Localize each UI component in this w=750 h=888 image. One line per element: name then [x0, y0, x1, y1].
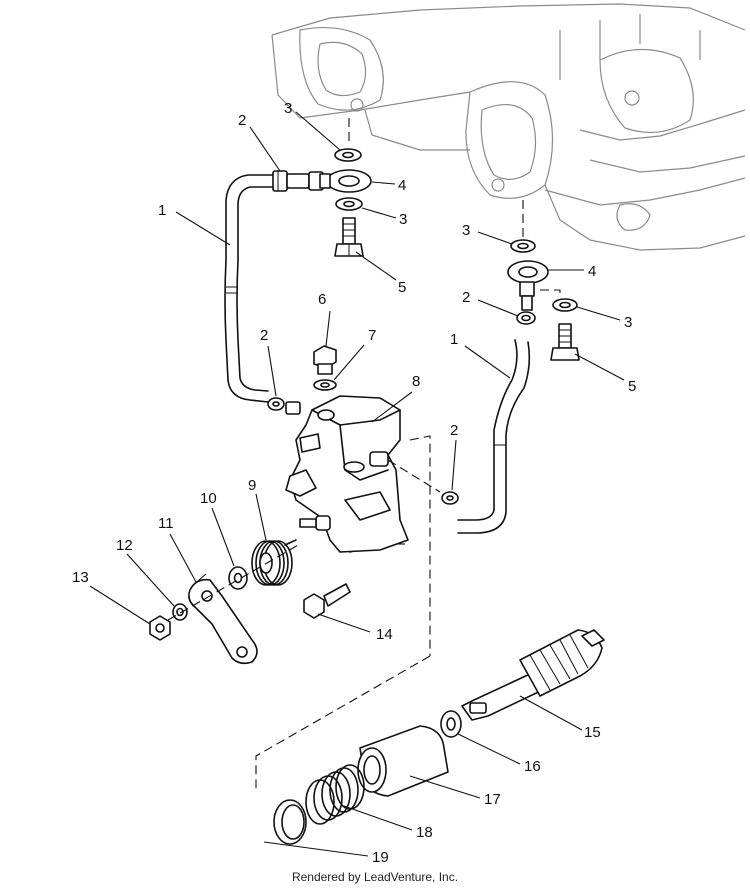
lever-nut — [149, 615, 171, 641]
shaft-thrust-washer — [440, 710, 462, 738]
hose-clamp-pump-right — [441, 491, 459, 505]
callout-5-top: 5 — [398, 279, 406, 296]
fuel-pump-body — [285, 395, 409, 553]
callout-9: 9 — [248, 477, 256, 494]
callout-12: 12 — [116, 537, 133, 554]
lever-washer — [228, 566, 248, 590]
snap-ring — [273, 799, 307, 845]
callout-7: 7 — [368, 327, 376, 344]
callout-14: 14 — [376, 626, 393, 643]
callout-19: 19 — [372, 849, 389, 866]
fuel-hose-right — [457, 339, 531, 534]
hose-clamp-right-upper — [516, 311, 536, 325]
banjo-bolt-right — [550, 323, 580, 361]
washer-right-upper — [510, 239, 536, 253]
callout-3-right-side: 3 — [624, 314, 632, 331]
washer-top-upper — [334, 148, 362, 162]
pump-cap-washer — [313, 379, 337, 391]
pump-lever-arm — [188, 573, 258, 665]
callout-10: 10 — [200, 490, 217, 507]
leader-lines — [89, 111, 625, 857]
render-credit: Rendered by LeadVenture, Inc. — [291, 870, 459, 884]
callout-11: 11 — [158, 515, 174, 532]
callout-2-pump-left: 2 — [260, 327, 268, 344]
banjo-bolt-top — [334, 217, 364, 257]
callout-13: 13 — [72, 569, 89, 586]
callout-15: 15 — [584, 724, 601, 741]
lever-return-spring — [251, 539, 297, 586]
callout-4-right: 4 — [588, 263, 596, 280]
callout-2-pump-right: 2 — [450, 422, 458, 439]
pump-drive-shaft — [461, 629, 605, 721]
callout-1-right: 1 — [450, 331, 458, 348]
engine-block — [271, 3, 746, 251]
shaft-spring — [305, 764, 365, 825]
callout-17: 17 — [484, 791, 501, 808]
callout-8: 8 — [412, 373, 420, 390]
hose-clamp-pump-left — [267, 397, 285, 411]
washer-top-lower — [335, 197, 363, 211]
banjo-eye-top — [319, 169, 372, 193]
callout-3-right-upper: 3 — [462, 222, 470, 239]
fuel-hose-left — [224, 174, 277, 403]
hose-fitting-top-left — [286, 171, 324, 191]
pump-mount-screw — [303, 583, 351, 619]
callout-4-top: 4 — [398, 177, 406, 194]
callout-18: 18 — [416, 824, 433, 841]
washer-right-side — [552, 298, 578, 312]
callout-5-right: 5 — [628, 378, 636, 395]
callout-6: 6 — [318, 291, 326, 308]
callout-labels: 1 2 3 4 3 5 3 4 2 3 5 1 6 7 8 2 2 9 10 1… — [72, 100, 636, 866]
callout-3-top-upper: 3 — [284, 100, 292, 117]
callout-16: 16 — [524, 758, 541, 775]
lever-retaining-clip — [172, 603, 188, 621]
pump-cap-screw — [313, 345, 337, 375]
callout-2-top-left: 2 — [238, 112, 246, 129]
hose-clamp-top-left — [272, 170, 288, 192]
banjo-eye-right — [507, 260, 549, 311]
callout-2-right-upper: 2 — [462, 289, 470, 306]
callout-3-top-lower: 3 — [399, 211, 407, 228]
shaft-bushing — [357, 725, 449, 797]
callout-1-left: 1 — [158, 202, 166, 219]
